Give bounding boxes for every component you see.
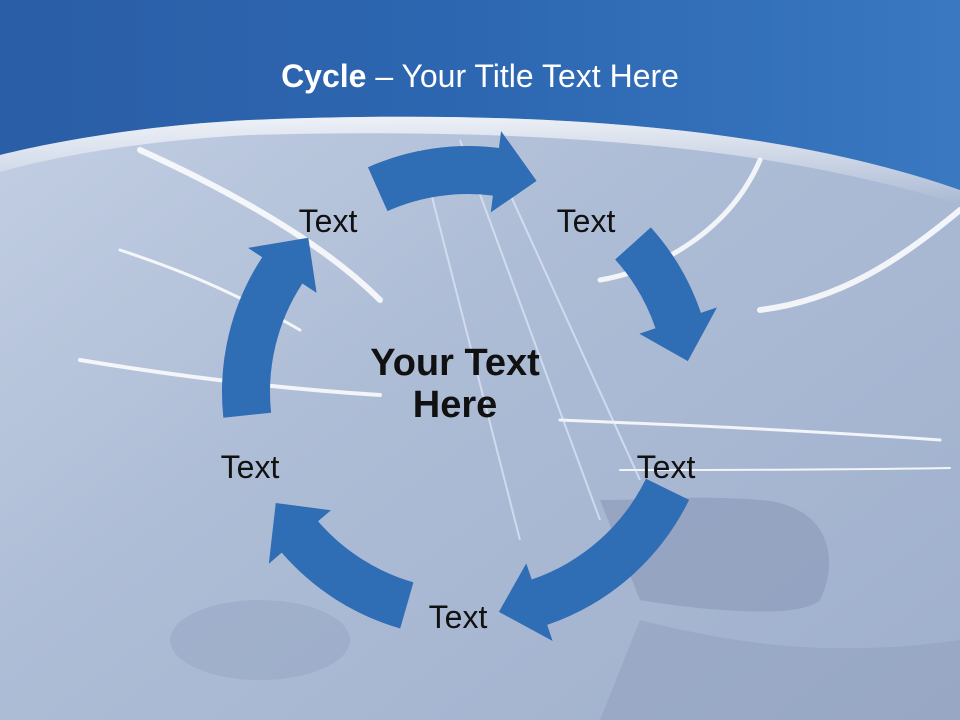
curved-arrow-icon-1	[367, 131, 537, 213]
title-bold: Cycle	[281, 58, 367, 94]
curved-arrow-icon-4	[268, 503, 414, 629]
title-rest: – Your Title Text Here	[366, 58, 679, 94]
cycle-step-label-2: Text	[556, 203, 616, 239]
cycle-step-label-5: Text	[220, 449, 280, 485]
curved-arrow-icon-5	[222, 237, 317, 418]
slide-title: Cycle – Your Title Text Here	[0, 56, 960, 96]
cycle-center-text: Your Text Here	[370, 342, 540, 426]
cycle-step-label-4: Text	[428, 599, 488, 635]
curved-arrow-icon-3	[498, 478, 690, 642]
curved-arrow-icon-2	[615, 227, 718, 362]
cycle-step-label-3: Text	[636, 449, 696, 485]
cycle-step-label-1: Text	[298, 203, 358, 239]
